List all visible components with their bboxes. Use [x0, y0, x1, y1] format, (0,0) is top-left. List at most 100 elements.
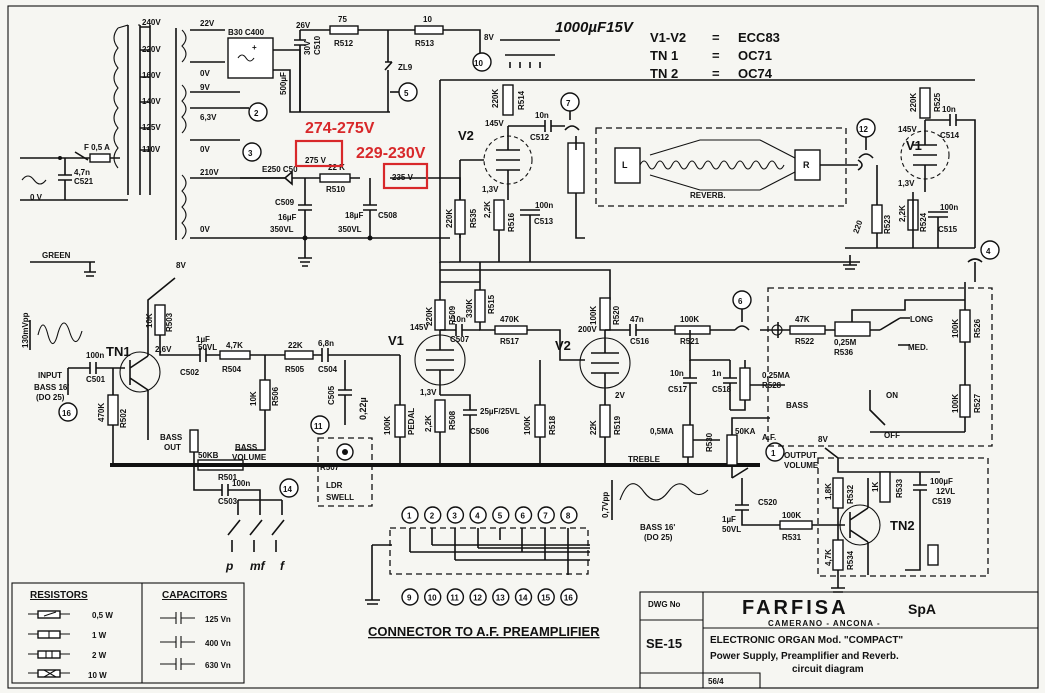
r534-value: 4,7K — [824, 549, 833, 566]
c517-ref: C517 — [668, 385, 688, 394]
node-11: 11 — [314, 422, 323, 431]
r517-value: 470K — [500, 315, 519, 324]
r504-ref: R504 — [222, 365, 242, 374]
c520-rating: 50VL — [722, 525, 741, 534]
input-bass-label: BASS 16' — [34, 383, 69, 392]
dwg-no: SE-15 — [646, 636, 682, 651]
red-voltage-229-230: 229-230V — [356, 145, 426, 162]
r532-ref: R532 — [846, 484, 855, 504]
tn2-type-eq: = — [712, 66, 720, 81]
r523-value: 220 — [851, 219, 864, 235]
c509-rating: 350VL — [270, 225, 294, 234]
c510-value: 500µF — [279, 72, 288, 95]
v2-mid-stage: V2 200V 100K R520 47n C516 100K R521 2V … — [555, 297, 819, 478]
r513-value: 10 — [423, 15, 432, 24]
bass-volume-label-a: BASS — [235, 443, 258, 452]
v1-top-cathode-voltage: 1,3V — [898, 179, 915, 188]
c513-ref: C513 — [534, 217, 554, 226]
connector-pin-6 — [514, 506, 533, 524]
node-14: 14 — [283, 485, 292, 494]
connector-pin-label: 1 — [407, 512, 412, 521]
c502-ref: C502 — [180, 368, 200, 377]
c506-ref: C506 — [470, 427, 490, 436]
connector-pin-label: 10 — [428, 594, 437, 603]
legend-capacitor-label: 400 Vn — [205, 639, 231, 648]
ac-source-icon — [21, 175, 47, 185]
dwg-no-label: DWG No — [648, 600, 681, 609]
c507-ref: C507 — [450, 335, 470, 344]
connector-pin-11 — [446, 588, 465, 606]
r515-ref: R515 — [487, 294, 496, 314]
r516-ref: R516 — [507, 212, 516, 232]
legend-resistor-row-3: 10 W — [28, 669, 107, 680]
switch-off-label: OFF — [884, 431, 900, 440]
pedal-p: p — [225, 559, 233, 573]
numbered-nodes: 2 3 4 5 7 10 12 — [240, 52, 1000, 260]
r535-value: 220K — [445, 209, 454, 228]
sec-22v: 22V — [200, 19, 215, 28]
volume-pot-value: 50KA — [735, 427, 756, 436]
node-16: 16 — [62, 409, 71, 418]
bass-volume-label-b: VOLUME — [232, 453, 267, 462]
tn1-type-value: OC71 — [738, 48, 772, 63]
volume-label: VOLUME — [784, 461, 819, 470]
connector-pin-label: 12 — [473, 594, 482, 603]
r506-value: 10K — [249, 391, 258, 406]
r510-ref: R510 — [326, 185, 346, 194]
r536-value: 0,25M — [834, 338, 857, 347]
legend-capacitors-title: CAPACITORS — [162, 590, 228, 601]
r522-value: 47K — [795, 315, 810, 324]
r533-ref: R533 — [895, 478, 904, 498]
r518-value: 100K — [523, 416, 532, 435]
connector-pin-15 — [537, 588, 555, 606]
r518-ref: R518 — [548, 415, 557, 435]
r524-ref: R524 — [919, 212, 928, 232]
pedal-mf: mf — [250, 559, 266, 573]
output-stage: 0,7Vpp BASS 16' (DO 25) 1µF 50VL C520 10… — [601, 435, 989, 593]
tube-types-value: ECC83 — [738, 30, 780, 45]
r508-ref: R508 — [448, 410, 457, 430]
r530-ref: R530 — [705, 432, 714, 452]
legend-resistor-label: 2 W — [92, 651, 107, 660]
c517-value: 10n — [670, 369, 684, 378]
output-level: 0,7Vpp — [601, 492, 610, 518]
c519-ref: C519 — [932, 497, 952, 506]
c505-value: 0,22µ — [358, 397, 368, 420]
v2-top-label: V2 — [458, 128, 474, 143]
r507-value: 100K — [383, 416, 392, 435]
r505-ref: R505 — [285, 365, 305, 374]
v1-mid-plate-voltage: 145V — [410, 323, 429, 332]
connector-pin-label: 5 — [498, 512, 503, 521]
c502-value: 1µF — [196, 335, 210, 344]
connector-pin-14 — [514, 588, 533, 606]
switch-on-label: ON — [886, 391, 898, 400]
c520-ref: C520 — [758, 498, 778, 507]
tap-240v: 240V — [142, 18, 161, 27]
r521-value: 100K — [680, 315, 699, 324]
annotation-block: 1000µF15V V1-V2 = ECC83 TN 1 = OC71 TN 2… — [555, 19, 780, 81]
r514-ref: R514 — [517, 90, 526, 110]
c519-rating: 12VL — [936, 487, 955, 496]
connector-pin-label: 8 — [566, 512, 571, 521]
v235-label: 235 V — [392, 173, 414, 182]
r514-value: 220K — [491, 89, 500, 108]
input-label: INPUT — [38, 371, 62, 380]
legend-box: RESISTORS CAPACITORS 0,5 W 1 W 2 W 10 W … — [11, 582, 245, 684]
treble-pot-label: TREBLE — [628, 455, 661, 464]
pedal-label: SWELL — [326, 493, 354, 502]
node-5: 5 — [404, 89, 409, 98]
green-label: GREEN — [42, 251, 71, 260]
legend-capacitor-label: 125 Vn — [205, 615, 231, 624]
connector-pin-label: 9 — [407, 594, 412, 603]
sec-0v-c: 0V — [200, 225, 210, 234]
legend-resistor-row-2: 2 W — [28, 650, 107, 660]
r519-ref: R519 — [613, 415, 622, 435]
c516-value: 47n — [630, 315, 644, 324]
c509-ref: C509 — [275, 198, 295, 207]
connector-pin-label: 3 — [452, 512, 457, 521]
red-box-275v — [294, 139, 344, 168]
v1-top-stage: V1 145V 220K R525 10n C514 1,3V 2,2K R52… — [843, 87, 983, 282]
node-16-circle — [58, 402, 78, 422]
title-line-1: ELECTRONIC ORGAN Mod. "COMPACT" — [710, 635, 903, 646]
